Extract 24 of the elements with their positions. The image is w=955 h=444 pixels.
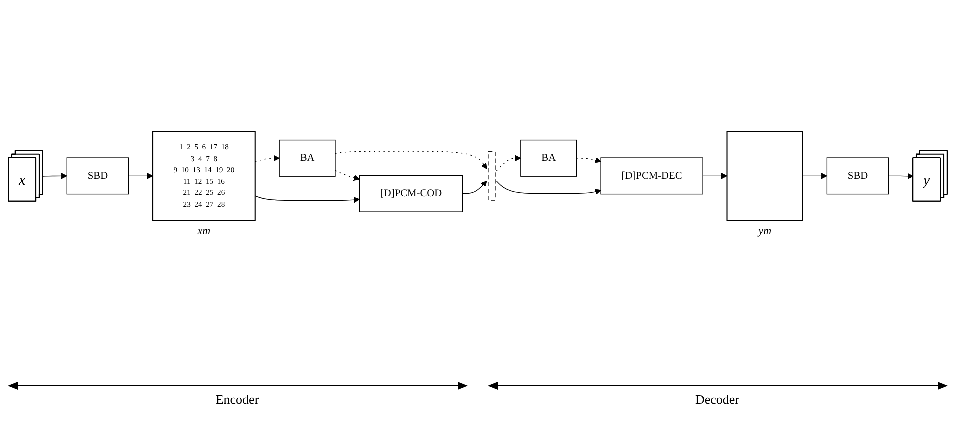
arrow (254, 155, 280, 162)
node-box (726, 131, 803, 222)
node-box: SBD (66, 158, 129, 195)
arrow (254, 196, 360, 204)
node-box: BA (278, 140, 336, 177)
arrow (802, 173, 827, 180)
node-caption: xm (197, 226, 210, 238)
node-caption: ym (758, 226, 772, 238)
arrow (888, 173, 914, 180)
arrow (42, 173, 67, 180)
arrow (334, 170, 360, 181)
arrow (334, 151, 487, 170)
section-label: Encoder (216, 392, 260, 408)
section-label: Decoder (695, 392, 740, 408)
node-box: SBD (826, 158, 889, 195)
arrow (576, 157, 601, 164)
arrow (462, 180, 487, 194)
arrow (702, 173, 728, 180)
arrow (496, 155, 521, 172)
arrow (128, 173, 153, 180)
node-box: BA (520, 140, 577, 177)
arrow (496, 180, 601, 195)
node-box: [D]PCM-DEC (600, 158, 703, 195)
node-box: [D]PCM-COD (358, 175, 463, 212)
